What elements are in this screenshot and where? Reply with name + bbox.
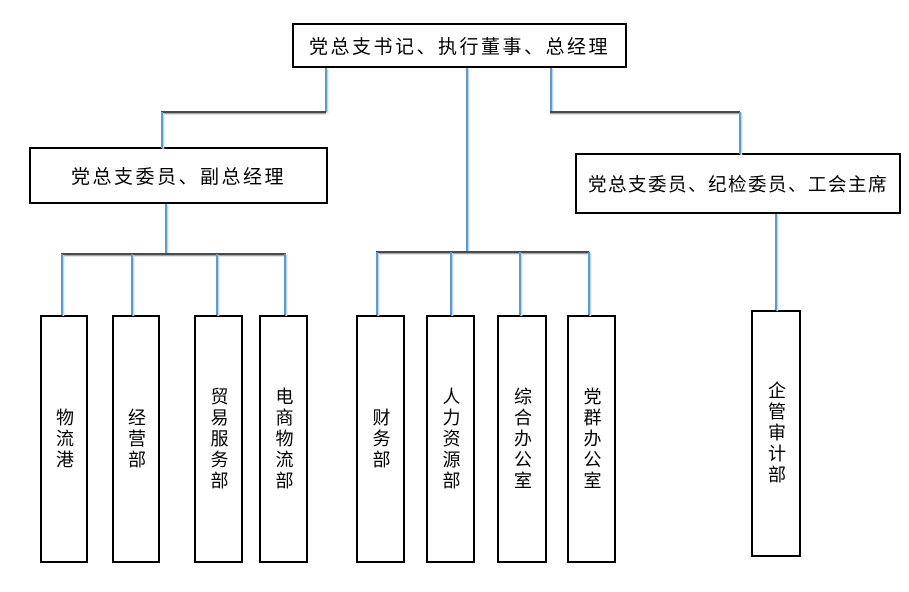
node-dept-ecommerce-logistics: 电商物流部 xyxy=(259,315,308,563)
node-dept-finance: 财务部 xyxy=(356,315,405,563)
node-dept-general-office: 综合办公室 xyxy=(497,315,547,563)
connector-root-right-drop xyxy=(550,68,552,112)
dept-label: 物流港 xyxy=(54,407,74,471)
node-union-chair-label: 党总支委员、纪检委员、工会主席 xyxy=(587,175,888,196)
connector-dept2-drop xyxy=(131,254,133,315)
connector-dept3-drop xyxy=(216,254,218,315)
connector-root-right-elbow xyxy=(550,111,740,113)
connector-dept6-drop xyxy=(450,252,452,315)
connector-left-branch-bar xyxy=(61,253,286,255)
connector-deputy-gm-drop xyxy=(165,204,167,254)
dept-label: 党群办公室 xyxy=(581,386,602,492)
node-root: 党总支书记、执行董事、总经理 xyxy=(292,23,627,68)
dept-label: 贸易服务部 xyxy=(208,386,229,492)
node-dept-trade-service: 贸易服务部 xyxy=(194,315,243,563)
connector-root-left-drop xyxy=(325,68,327,112)
connector-dept5-drop xyxy=(376,252,378,315)
dept-label: 人力资源部 xyxy=(440,386,461,492)
connector-dept7-drop xyxy=(519,252,521,315)
connector-left-node-drop xyxy=(161,112,163,148)
node-dept-logistics-port: 物流港 xyxy=(40,315,88,563)
node-dept-hr: 人力资源部 xyxy=(426,315,475,563)
connector-dept4-drop xyxy=(284,254,286,315)
connector-middle-branch-bar xyxy=(376,251,589,253)
dept-label: 财务部 xyxy=(370,407,391,471)
connector-root-left-elbow xyxy=(161,111,326,113)
node-deputy-gm: 党总支委员、副总经理 xyxy=(29,147,328,204)
dept-label: 电商物流部 xyxy=(273,386,294,492)
node-dept-audit: 企管审计部 xyxy=(751,310,801,557)
connector-dept1-drop xyxy=(61,254,63,315)
node-root-label: 党总支书记、执行董事、总经理 xyxy=(308,37,610,58)
connector-dept9-drop xyxy=(775,214,777,310)
connector-dept8-drop xyxy=(588,252,590,315)
node-union-chair: 党总支委员、纪检委员、工会主席 xyxy=(575,153,901,214)
dept-label: 综合办公室 xyxy=(512,386,532,492)
node-deputy-gm-label: 党总支委员、副总经理 xyxy=(70,167,286,188)
dept-label: 经营部 xyxy=(126,407,146,471)
node-dept-party-mass-office: 党群办公室 xyxy=(567,315,616,563)
dept-label: 企管审计部 xyxy=(766,381,786,486)
node-dept-operations: 经营部 xyxy=(112,315,160,563)
connector-right-node-drop xyxy=(739,112,741,154)
connector-root-middle-drop xyxy=(466,68,468,252)
